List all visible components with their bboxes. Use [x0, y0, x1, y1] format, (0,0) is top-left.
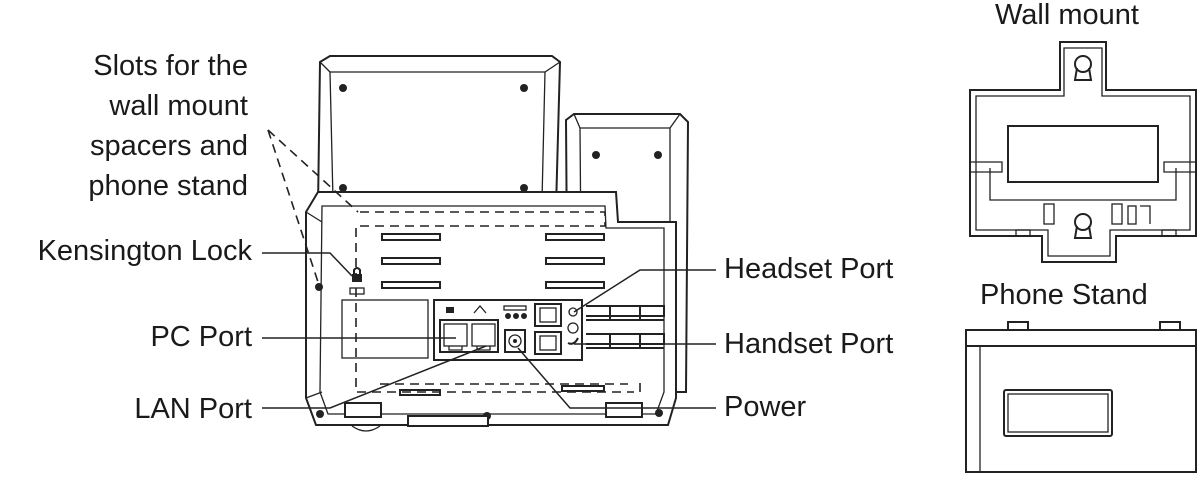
power-label: Power	[724, 391, 807, 423]
slots-label-line-1: Slots for the	[93, 50, 248, 82]
phone-stand-label: Phone Stand	[980, 279, 1148, 311]
slot-group	[381, 233, 605, 396]
slots-label-line-4: phone stand	[88, 170, 248, 202]
kensington-lock-label: Kensington Lock	[37, 235, 252, 267]
headset-port-label: Headset Port	[724, 253, 894, 285]
leader-lines	[262, 129, 716, 409]
slots-label-line-2: wall mount	[109, 90, 248, 122]
power-jack	[503, 305, 527, 353]
phone-body	[305, 55, 690, 432]
lan-port-label: LAN Port	[134, 393, 252, 425]
slots-label-line-3: spacers and	[90, 130, 248, 162]
kensington-lock-icon	[349, 267, 365, 295]
slots-label: Slots for the wall mount spacers and pho…	[88, 46, 248, 206]
handset-port-label: Handset Port	[724, 328, 894, 360]
wall-mount-label: Wall mount	[995, 0, 1139, 31]
phone-stand	[965, 321, 1197, 473]
wall-mount-bracket	[969, 41, 1197, 263]
pc-port-label: PC Port	[150, 321, 252, 353]
headset-handset-jacks	[534, 303, 579, 355]
